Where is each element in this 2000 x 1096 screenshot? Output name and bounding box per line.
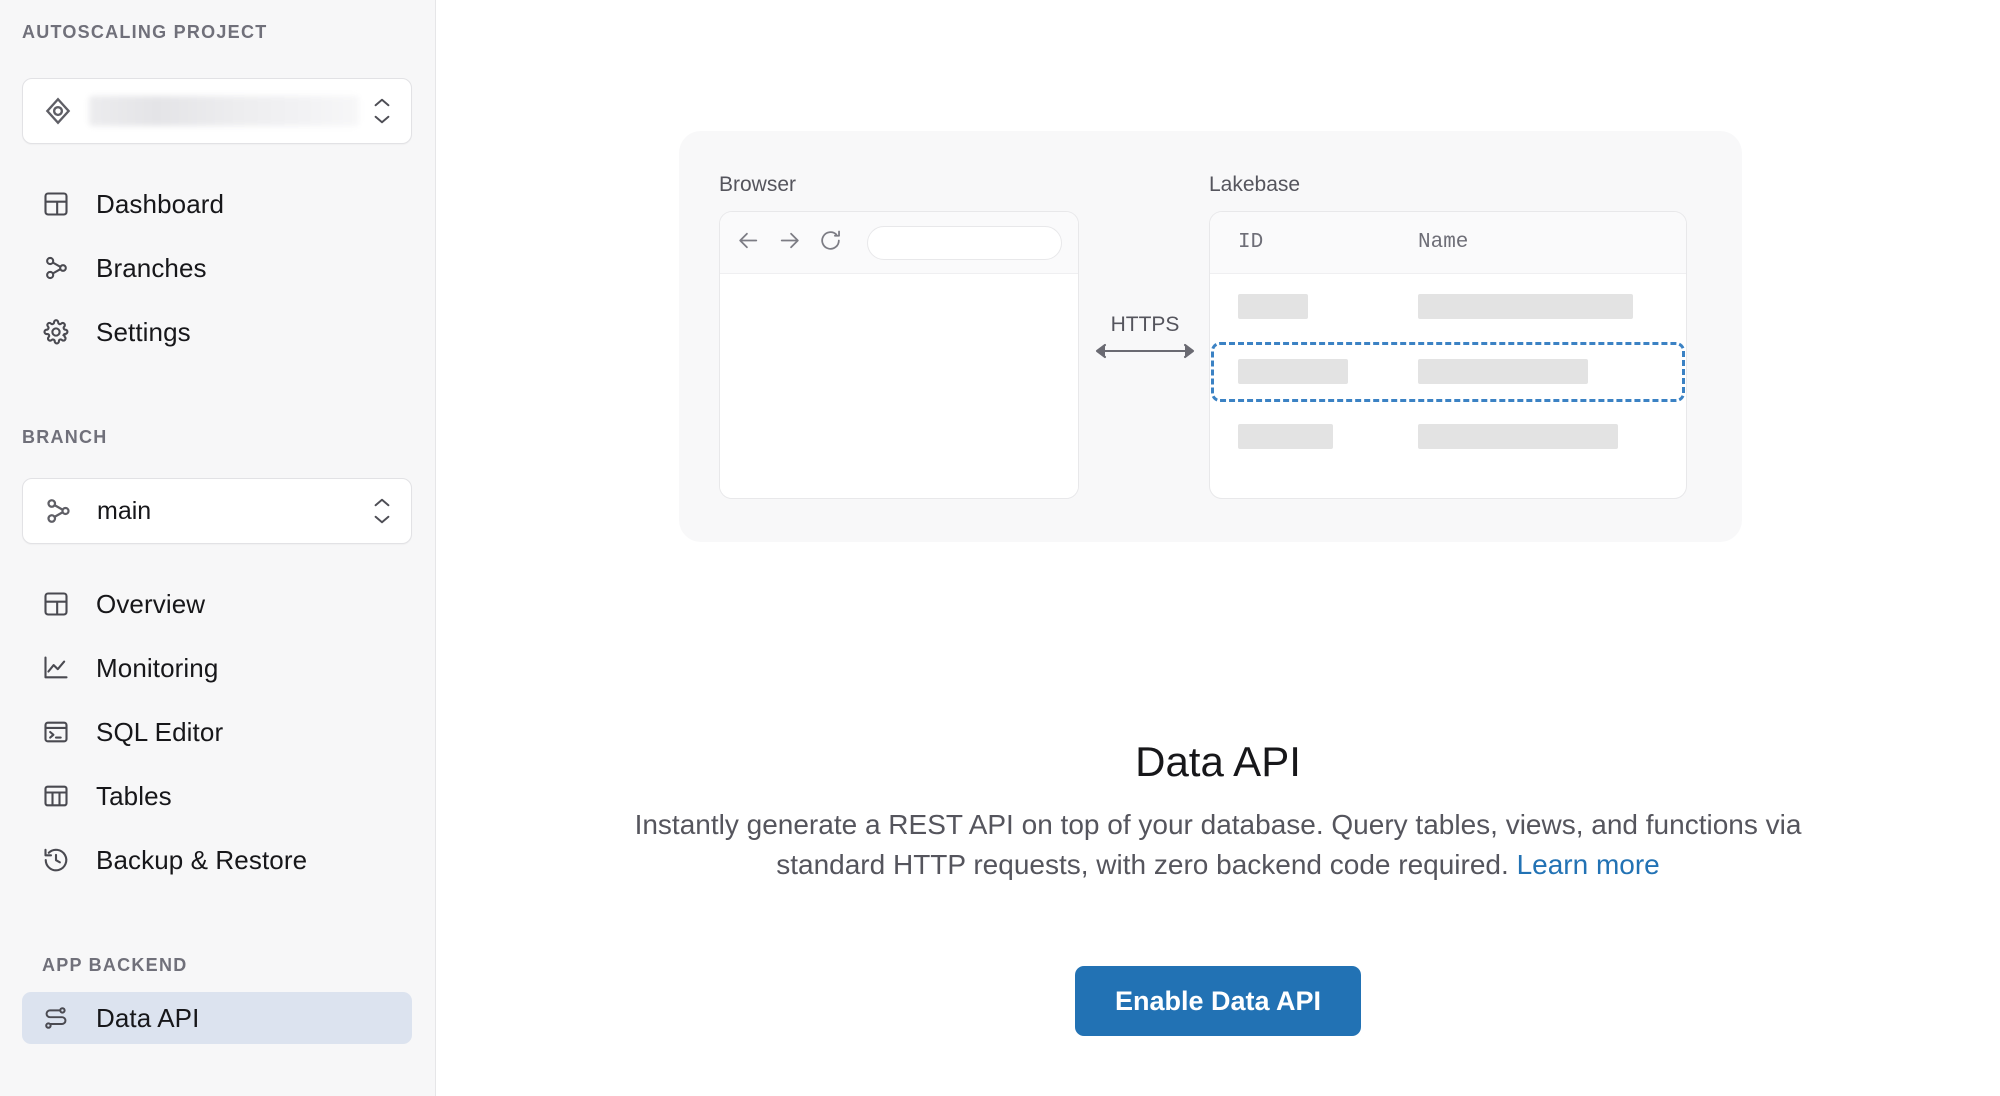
gear-icon [42, 318, 74, 346]
sidebar-item-overview[interactable]: Overview [22, 578, 412, 630]
description-text: Instantly generate a REST API on top of … [634, 809, 1802, 880]
sidebar-item-label: Settings [96, 316, 191, 347]
section-label-branch: BRANCH [22, 427, 108, 447]
layout-dashboard-icon [42, 190, 74, 218]
sidebar-item-label: Backup & Restore [96, 844, 308, 875]
sidebar: AUTOSCALING PROJECT [0, 0, 436, 1096]
sidebar-item-label: Overview [96, 588, 206, 619]
terminal-icon [42, 718, 74, 746]
bidirectional-arrow-icon [1089, 343, 1201, 365]
sidebar-item-label: SQL Editor [96, 716, 224, 747]
skeleton-cell-name [1418, 294, 1633, 319]
history-clock-icon [42, 846, 74, 874]
chevron-up-down-icon [369, 97, 395, 125]
sidebar-item-monitoring[interactable]: Monitoring [22, 642, 412, 694]
sidebar-item-settings[interactable]: Settings [22, 306, 412, 358]
enable-data-api-button[interactable]: Enable Data API [1074, 966, 1362, 1036]
sidebar-item-dashboard[interactable]: Dashboard [22, 178, 412, 230]
browser-illustration: Browser [719, 173, 1079, 499]
back-arrow-icon [736, 228, 761, 258]
sidebar-item-sql-editor[interactable]: SQL Editor [22, 706, 412, 758]
skeleton-cell-name [1418, 359, 1588, 384]
branch-selector[interactable]: main [22, 478, 412, 544]
table-icon [42, 782, 74, 810]
browser-window-mock [719, 211, 1079, 499]
page-description: Instantly generate a REST API on top of … [591, 805, 1846, 885]
forward-arrow-icon [777, 228, 802, 258]
git-branch-icon [42, 254, 74, 282]
reload-icon [818, 228, 843, 258]
sidebar-item-label: Branches [96, 252, 207, 283]
sidebar-item-label: Tables [96, 780, 172, 811]
skeleton-cell-id [1238, 359, 1348, 384]
git-branch-icon [43, 496, 77, 526]
chevron-up-down-icon [369, 497, 395, 525]
table-body [1210, 274, 1686, 469]
layout-dashboard-icon [42, 590, 74, 618]
table-header-row: ID Name [1210, 212, 1686, 274]
main-content: Browser [436, 0, 2000, 1096]
sidebar-item-branches[interactable]: Branches [22, 242, 412, 294]
table-row [1210, 339, 1686, 404]
project-node-icon [43, 96, 77, 126]
table-row [1210, 404, 1686, 469]
lakebase-table-mock: ID Name [1209, 211, 1687, 499]
skeleton-cell-name [1418, 424, 1618, 449]
table-row [1210, 274, 1686, 339]
sidebar-item-data-api[interactable]: Data API [22, 992, 412, 1044]
skeleton-cell-id [1238, 424, 1333, 449]
skeleton-cell-id [1238, 294, 1308, 319]
learn-more-link[interactable]: Learn more [1516, 848, 1660, 880]
lakebase-label: Lakebase [1209, 173, 1301, 196]
section-label-app-backend: APP BACKEND [42, 955, 188, 975]
project-name-redacted [89, 96, 359, 126]
https-connector: HTTPS [1085, 313, 1205, 366]
line-chart-icon [42, 654, 74, 682]
sidebar-nav-branch: Overview Monitoring SQL Editor [22, 578, 412, 898]
branch-selector-value: main [97, 496, 152, 525]
page-title: Data API [1135, 738, 1301, 785]
column-header-name: Name [1418, 231, 1469, 254]
browser-viewport [720, 274, 1078, 498]
sidebar-nav-backend: Data API [22, 992, 412, 1056]
sidebar-item-label: Monitoring [96, 652, 219, 683]
data-api-illustration-card: Browser [679, 131, 1742, 542]
browser-label: Browser [719, 173, 797, 196]
sidebar-nav-primary: Dashboard Branches Set [22, 178, 412, 370]
project-selector[interactable] [22, 78, 412, 144]
sidebar-item-backup-restore[interactable]: Backup & Restore [22, 834, 412, 886]
cta-container: Enable Data API [436, 966, 2000, 1036]
browser-url-bar [867, 225, 1062, 260]
sidebar-item-label: Data API [96, 1002, 200, 1033]
sidebar-item-tables[interactable]: Tables [22, 770, 412, 822]
sidebar-item-label: Dashboard [96, 188, 225, 219]
data-api-nodes-icon [42, 1004, 74, 1032]
column-header-id: ID [1238, 231, 1264, 254]
section-label-project: AUTOSCALING PROJECT [22, 22, 268, 42]
lakebase-illustration: Lakebase ID Name [1209, 173, 1687, 499]
browser-toolbar [720, 212, 1078, 274]
https-label: HTTPS [1110, 313, 1180, 336]
